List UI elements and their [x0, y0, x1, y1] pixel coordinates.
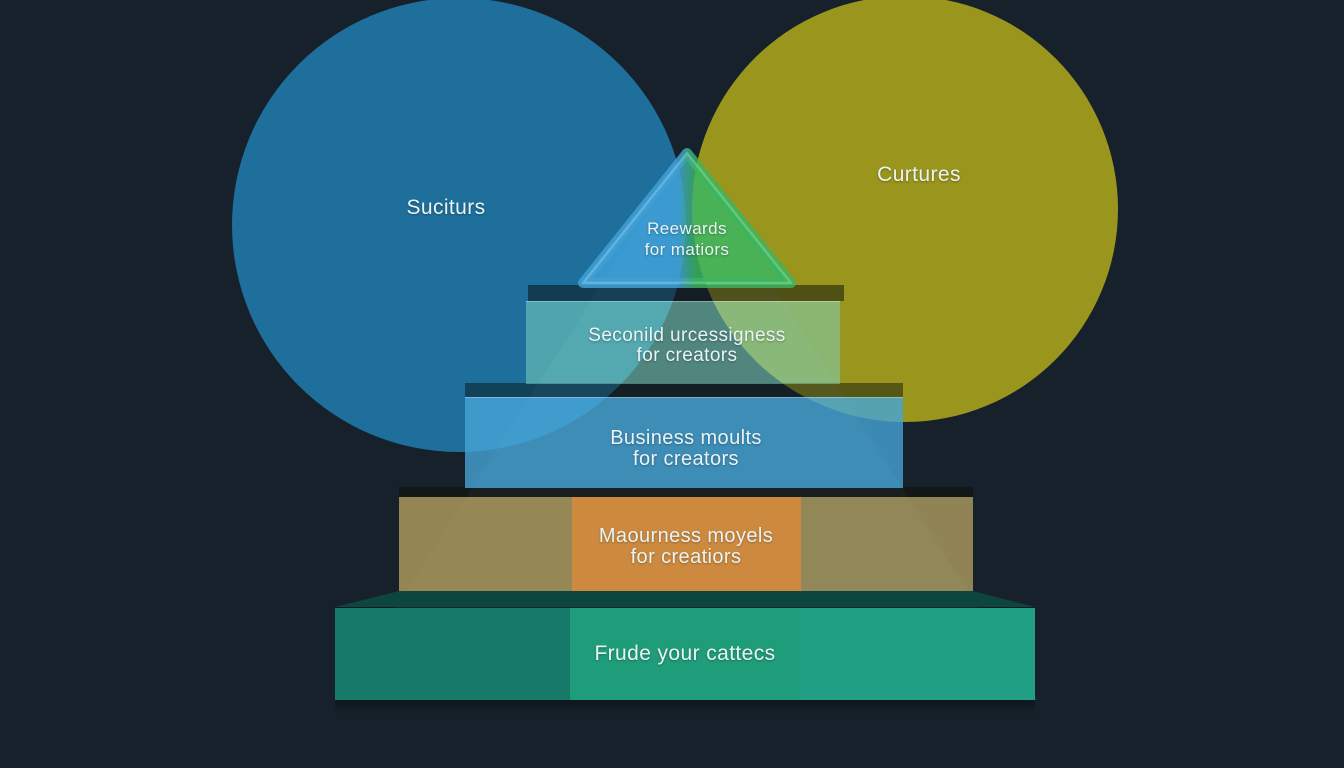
shadow-under-level-3 — [399, 487, 973, 497]
level-2-label-line2: for creators — [636, 345, 738, 366]
pyramid-level-3-panel — [465, 397, 903, 488]
pyramid-level-2-panel — [526, 301, 840, 384]
level-4-left-segment — [399, 497, 572, 591]
top-triangle-label-line1: Reewards — [647, 219, 727, 238]
shadow-under-triangle — [528, 285, 844, 301]
level-4-label-line2: for creatiors — [630, 546, 742, 568]
level-2-label: Seconild urcessigness for creators — [537, 326, 837, 366]
level-4-label-line1: Maourness moyels — [598, 525, 774, 547]
shadow-under-level-2 — [465, 383, 903, 397]
right-circle-label: Curtures — [877, 163, 961, 186]
base-label-line1: Frude your cattecs — [594, 642, 776, 665]
top-triangle-label: Reewards for matiors — [587, 218, 787, 260]
level-3-label-line2: for creators — [633, 448, 739, 470]
level-4-right-segment — [801, 497, 973, 591]
base-slab-shadow — [335, 700, 1035, 714]
top-triangle-label-line2: for matiors — [644, 240, 730, 259]
base-label: Frude your cattecs — [485, 642, 885, 666]
triangle-shape — [578, 148, 796, 288]
triangle-edge-highlight — [581, 151, 793, 285]
level-4-label: Maourness moyels for creatiors — [536, 526, 836, 568]
left-circle-label: Suciturs — [406, 196, 486, 219]
base-right-segment — [800, 608, 1035, 700]
level-3-label-line1: Business moults — [610, 427, 762, 449]
pyramid-level-4-panel — [399, 497, 973, 591]
level-2-label-line1: Seconild urcessigness — [588, 325, 786, 346]
level-4-center-segment — [572, 497, 801, 591]
base-center-segment — [570, 608, 800, 700]
base-slab-front-face — [335, 607, 1035, 700]
base-left-segment — [335, 608, 570, 700]
level-3-label: Business moults for creators — [536, 428, 836, 470]
